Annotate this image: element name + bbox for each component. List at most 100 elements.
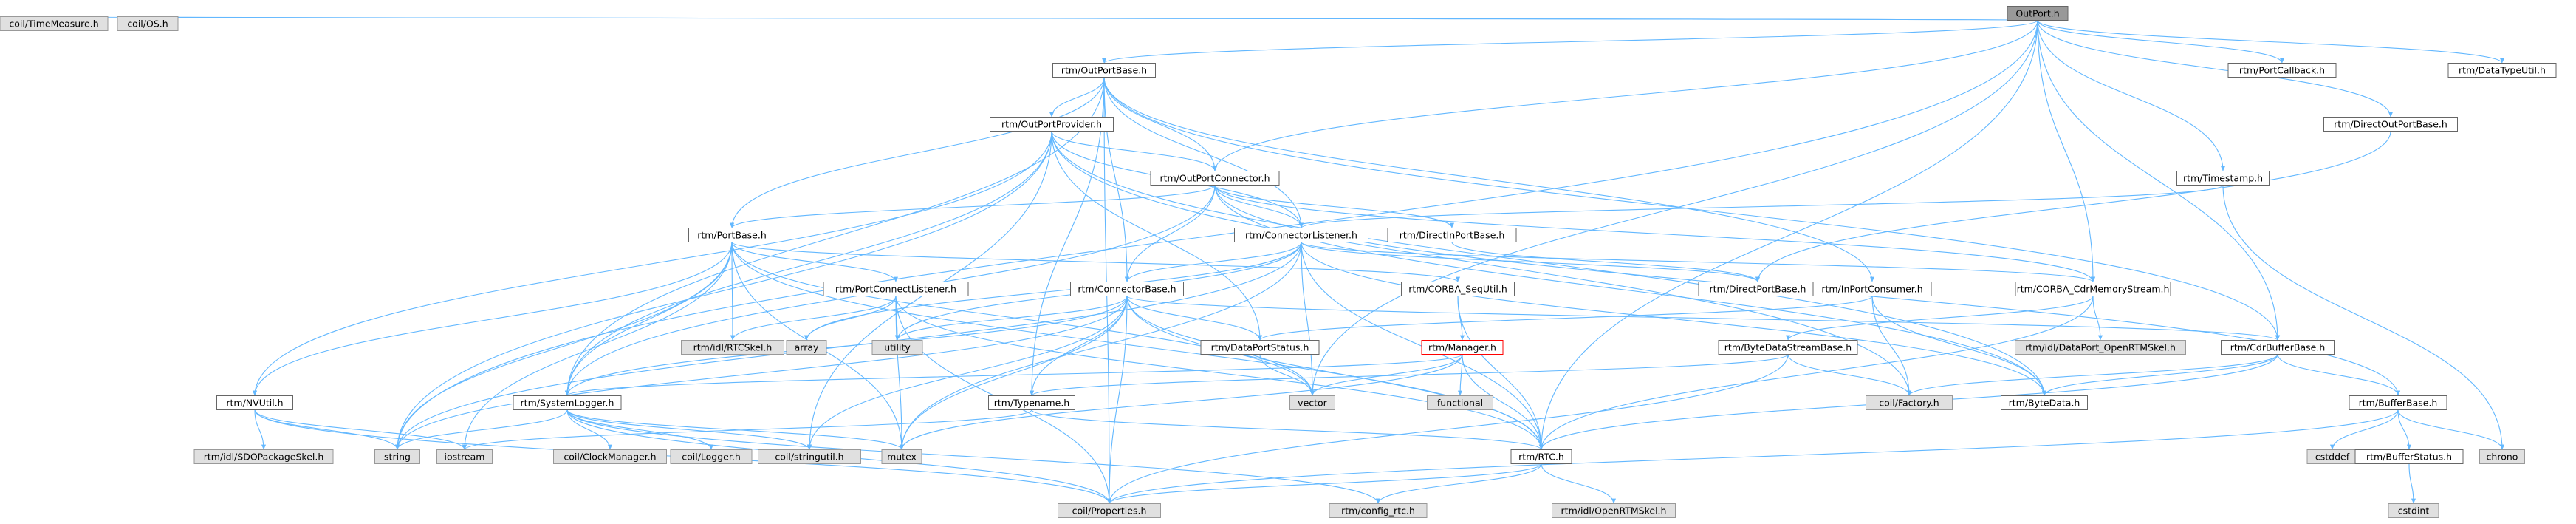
node-connectorbase[interactable]: rtm/ConnectorBase.h (1070, 282, 1184, 296)
node-box (1052, 63, 1156, 78)
node-label: rtm/NVUtil.h (226, 398, 283, 409)
node-box (1329, 503, 1428, 518)
edge-outportprovider-to-nvutil (252, 131, 1052, 396)
node-label: rtm/ByteData.h (2009, 398, 2080, 409)
edge-outportprovider-to-bytedata (1051, 131, 2047, 396)
node-box (1421, 340, 1504, 355)
node-cdrbufferbase[interactable]: rtm/CdrBufferBase.h (2221, 340, 2334, 355)
node-outportprovider[interactable]: rtm/OutPortProvider.h (990, 117, 1114, 132)
edge-portconnectlistener-to-array (804, 296, 897, 341)
edge-rtc-to-openrtmskel (1541, 463, 1617, 504)
edge-corba_sequtil-to-manager (1457, 296, 1465, 341)
edge-outport-to-string (394, 20, 2038, 450)
edge-outportbase-to-portbase (729, 77, 1105, 228)
node-typename[interactable]: rtm/Typename.h (988, 395, 1075, 410)
node-label: cstddef (2315, 452, 2350, 463)
node-label: rtm/idl/DataPort_OpenRTMSkel.h (2025, 342, 2176, 353)
edge-portbase-to-corba_sequtil (731, 242, 1460, 282)
node-box (1427, 395, 1493, 410)
node-outportconnector[interactable]: rtm/OutPortConnector.h (1150, 171, 1280, 186)
node-label: iostream (445, 452, 485, 463)
node-box (1058, 503, 1161, 518)
edge-outportprovider-to-systemlogger (564, 131, 1052, 396)
edge-connectorbase-to-coil_properties (1106, 296, 1128, 504)
node-portcallback[interactable]: rtm/PortCallback.h (2227, 63, 2337, 78)
edge-bufferbase-to-coil_properties (1107, 409, 2399, 504)
node-label: cstdint (2398, 506, 2430, 517)
node-label: rtm/idl/SDOPackageSkel.h (204, 452, 324, 463)
node-box (216, 395, 293, 410)
edge-systemlogger-to-coil_clockmanager (566, 409, 613, 450)
edge-directinportbase-to-directportbase (1451, 242, 1760, 282)
node-connectorlistener[interactable]: rtm/ConnectorListener.h (1234, 228, 1368, 242)
edge-timestamp-to-chrono (2222, 185, 2505, 450)
node-inportconsumer[interactable]: rtm/InPortConsumer.h (1812, 282, 1932, 296)
edge-bytedatastreambase-to-typename (1030, 354, 1789, 396)
node-dataportstatus[interactable]: rtm/DataPortStatus.h (1200, 340, 1320, 355)
node-label: rtm/BufferBase.h (2359, 398, 2438, 409)
edge-directoutportbase-to-directportbase (1755, 131, 2391, 282)
node-rtc[interactable]: rtm/RTC.h (1510, 449, 1572, 464)
node-manager[interactable]: rtm/Manager.h (1421, 340, 1504, 355)
node-bufferbase[interactable]: rtm/BufferBase.h (2349, 395, 2447, 410)
node-outport[interactable]: OutPort.h (2007, 6, 2069, 21)
node-sdopackageskel: rtm/idl/SDOPackageSkel.h (193, 449, 334, 464)
node-label: rtm/ByteDataStreamBase.h (1724, 342, 1852, 353)
node-box (688, 228, 775, 242)
node-label: rtm/InPortConsumer.h (1821, 284, 1922, 295)
node-directoutportbase[interactable]: rtm/DirectOutPortBase.h (2323, 117, 2458, 132)
node-corba_cdrmemorystream[interactable]: rtm/CORBA_CdrMemoryStream.h (2015, 282, 2171, 296)
node-timestamp[interactable]: rtm/Timestamp.h (2176, 171, 2270, 186)
node-label: coil/TimeMeasure.h (9, 18, 98, 30)
node-box (871, 340, 923, 355)
node-coil_properties: coil/Properties.h (1058, 503, 1161, 518)
node-label: rtm/idl/OpenRTMSkel.h (1561, 506, 1667, 517)
node-rtcskel: rtm/idl/RTCSkel.h (681, 340, 784, 355)
node-box (681, 340, 784, 355)
edge-connectorbase-to-dataportstatus (1126, 296, 1263, 341)
node-bufferstatus[interactable]: rtm/BufferStatus.h (2354, 449, 2464, 464)
edge-inportconsumer-to-dataportstatus (1258, 296, 1873, 341)
edge-typename-to-iostream (462, 409, 1032, 450)
edge-bufferbase-to-cstddef (2329, 409, 2399, 450)
edge-outport-to-datatypeutil (2037, 20, 2504, 64)
node-coil_os: coil/OS.h (117, 16, 179, 31)
node-bytedatastreambase[interactable]: rtm/ByteDataStreamBase.h (1718, 340, 1858, 355)
node-box (117, 16, 179, 31)
edge-outport-to-corba_cdrmemorystream (2037, 20, 2096, 282)
node-label: rtm/PortConnectListener.h (835, 284, 956, 295)
node-box (513, 395, 622, 410)
node-box (2015, 282, 2171, 296)
node-portbase[interactable]: rtm/PortBase.h (688, 228, 775, 242)
edge-connectorlistener-to-corba_cdrmemorystream (1301, 242, 2095, 282)
node-label: rtm/Typename.h (994, 398, 1069, 409)
edge-outportconnector-to-connectorbase (1124, 185, 1216, 282)
edge-connectorlistener-to-directportbase (1301, 242, 1760, 282)
edge-outport-to-cdrbufferbase (2037, 20, 2281, 341)
edge-systemlogger-to-coil_stringutil (566, 409, 812, 450)
node-label: rtm/PortBase.h (697, 230, 767, 241)
node-directportbase[interactable]: rtm/DirectPortBase.h (1698, 282, 1818, 296)
edge-outportprovider-to-outportconnector (1051, 131, 1218, 171)
node-datatypeutil[interactable]: rtm/DataTypeUtil.h (2447, 63, 2557, 78)
node-box (553, 449, 667, 464)
node-nvutil[interactable]: rtm/NVUtil.h (216, 395, 293, 410)
node-label: utility (884, 342, 911, 353)
edge-cdrbufferbase-to-coil_factory (1907, 354, 2278, 396)
node-label: coil/Logger.h (682, 452, 741, 463)
edge-portbase-to-rtcskel (730, 242, 736, 341)
node-label: rtm/Timestamp.h (2183, 173, 2263, 184)
node-coil_timemeasure: coil/TimeMeasure.h (0, 16, 109, 31)
node-directinportbase[interactable]: rtm/DirectInPortBase.h (1387, 228, 1517, 242)
node-box (2015, 340, 2186, 355)
node-outportbase[interactable]: rtm/OutPortBase.h (1052, 63, 1156, 78)
node-bytedata[interactable]: rtm/ByteData.h (2001, 395, 2088, 410)
node-corba_sequtil[interactable]: rtm/CORBA_SeqUtil.h (1401, 282, 1515, 296)
node-openrtmskel: rtm/idl/OpenRTMSkel.h (1552, 503, 1676, 518)
node-box (2227, 63, 2337, 78)
node-portconnectlistener[interactable]: rtm/PortConnectListener.h (823, 282, 969, 296)
node-box (2007, 6, 2069, 21)
node-label: rtm/idl/RTCSkel.h (693, 342, 773, 353)
node-systemlogger[interactable]: rtm/SystemLogger.h (513, 395, 622, 410)
node-mutex: mutex (881, 449, 922, 464)
